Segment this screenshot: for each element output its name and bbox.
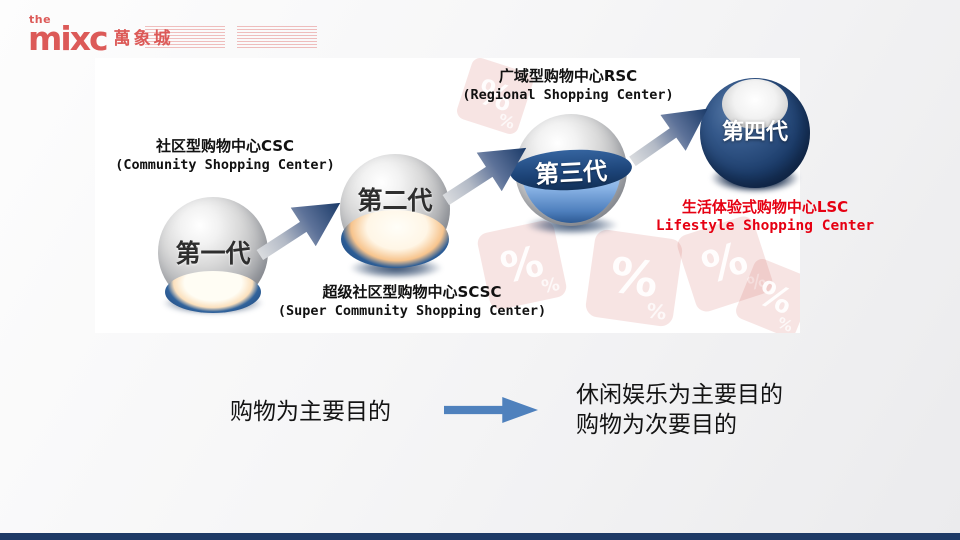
mixc-logo: the mixc 萬象城: [28, 12, 174, 55]
sphere-bowl: [165, 271, 261, 313]
label-rsc-chinese: 广域型购物中心RSC: [498, 67, 638, 85]
sphere-highlight: [722, 79, 788, 129]
label-regional-shopping-center: 广域型购物中心RSC (Regional Shopping Center): [448, 67, 688, 104]
summary-left-text: 购物为主要目的: [230, 399, 391, 425]
summary-arrow-icon: [444, 397, 538, 423]
label-lifestyle-shopping-center: 生活体验式购物中心LSC Lifestyle Shopping Center: [633, 198, 897, 235]
mixc-logo-wordmark: the mixc: [28, 12, 109, 58]
sphere-3-title: 第三代: [534, 156, 608, 189]
sphere-generation-2: 第二代: [340, 154, 450, 268]
logo-chinese-name: 萬象城: [113, 29, 174, 49]
label-lsc-english: Lifestyle Shopping Center: [655, 218, 875, 234]
sphere-2-title: 第二代: [357, 186, 433, 215]
sphere-bowl: [341, 210, 449, 268]
logo-the-text: the: [29, 13, 52, 26]
label-lsc-chinese: 生活体验式购物中心LSC: [681, 198, 849, 216]
summary-right-line1: 休闲娱乐为主要目的: [576, 382, 783, 408]
logo-mixc-text: mixc: [28, 19, 109, 58]
summary-right-line2: 购物为次要目的: [576, 412, 737, 438]
label-scsc-chinese: 超级社区型购物中心SCSC: [322, 283, 502, 301]
label-rsc-english: (Regional Shopping Center): [462, 87, 674, 103]
summary-right-text: 休闲娱乐为主要目的 购物为次要目的: [576, 380, 783, 440]
sphere-generation-1: 第一代: [158, 197, 268, 313]
label-super-community-shopping-center: 超级社区型购物中心SCSC (Super Community Shopping …: [268, 283, 556, 320]
sphere-1-title: 第一代: [175, 239, 251, 268]
label-scsc-english: (Super Community Shopping Center): [277, 303, 547, 319]
sphere-generation-4: 第四代: [700, 78, 810, 188]
label-csc-chinese: 社区型购物中心CSC: [155, 137, 295, 155]
fine-print-block: [237, 26, 317, 48]
sphere-4-title: 第四代: [721, 120, 788, 145]
label-community-shopping-center: 社区型购物中心CSC (Community Shopping Center): [105, 137, 345, 174]
percent-dice-icon: % %: [584, 228, 684, 328]
label-csc-english: (Community Shopping Center): [115, 157, 335, 173]
fine-print-block: [145, 26, 225, 48]
sphere-generation-3: 第三代: [509, 114, 633, 226]
slide-footer-bar: [0, 533, 960, 540]
